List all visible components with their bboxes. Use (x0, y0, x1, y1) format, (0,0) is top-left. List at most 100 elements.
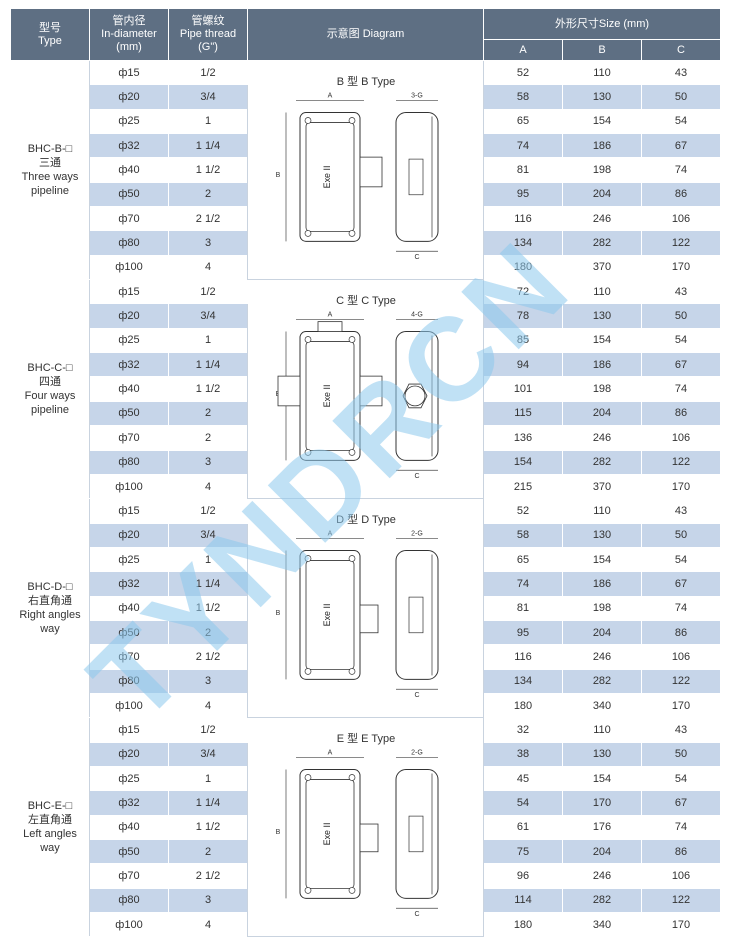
size-a-cell: 38 (483, 741, 563, 767)
size-a-cell: 61 (483, 814, 563, 841)
thread-cell: 3 (168, 230, 248, 256)
size-a-cell: 58 (483, 84, 563, 110)
side-window (408, 158, 424, 196)
size-b-cell: 154 (562, 765, 642, 792)
thread-cell: 2 1/2 (168, 644, 248, 670)
model-cell: BHC-C-□ 四通 Four ways pipeline (10, 279, 90, 500)
pipe-stub-side (359, 823, 379, 853)
size-a-cell: 58 (483, 522, 563, 548)
size-c-cell: 67 (641, 133, 721, 159)
dim-c-label: C (414, 912, 419, 919)
diameter-cell: ф70 (89, 644, 169, 670)
size-c-cell: 54 (641, 327, 721, 354)
size-c-cell: 43 (641, 498, 721, 524)
diameter-cell: ф50 (89, 400, 169, 427)
thread-cell: 1/2 (168, 498, 248, 524)
size-b-cell: 340 (562, 912, 642, 938)
model-name-en2: way (40, 842, 60, 855)
size-c-cell: 122 (641, 449, 721, 475)
diameter-cell: ф70 (89, 425, 169, 451)
size-c-cell: 106 (641, 644, 721, 670)
header-diameter-cn: 管内径 (112, 15, 146, 27)
front-view-cover (305, 779, 355, 890)
size-c-cell: 170 (641, 912, 721, 938)
size-b-cell: 186 (562, 352, 642, 378)
screw-icon (304, 336, 312, 343)
size-a-cell: 85 (483, 327, 563, 354)
size-c-cell: 43 (641, 717, 721, 743)
screw-icon (304, 117, 312, 124)
diameter-cell: ф40 (89, 595, 169, 621)
model-name-cn: 右直角通 (28, 595, 72, 608)
side-window (408, 816, 424, 853)
diameter-cell: ф50 (89, 181, 169, 208)
diameter-cell: ф70 (89, 206, 169, 232)
diameter-cell: ф32 (89, 790, 169, 816)
size-b-cell: 198 (562, 157, 642, 183)
size-b-cell: 282 (562, 230, 642, 256)
thread-cell: 4 (168, 912, 248, 938)
diagram-title: B 型 B Type (337, 74, 395, 88)
diameter-cell: ф80 (89, 230, 169, 256)
thread-cell: 1 1/2 (168, 595, 248, 621)
spec-table-wrapper: 型号 Type 管内径 In-diameter (mm) 管螺纹 Pipe th… (10, 8, 721, 938)
thread-cell: 1 1/4 (168, 352, 248, 378)
thread-cell: 3 (168, 449, 248, 475)
thread-cell: 2 (168, 425, 248, 451)
size-c-cell: 86 (641, 400, 721, 427)
size-b-cell: 204 (562, 619, 642, 646)
size-b-cell: 176 (562, 814, 642, 841)
screw-icon (304, 230, 312, 237)
header-diameter-unit: (mm) (116, 41, 142, 53)
size-b-cell: 110 (562, 59, 642, 86)
junction-box-spec-table: 型号 Type 管内径 In-diameter (mm) 管螺纹 Pipe th… (10, 8, 721, 938)
size-a-cell: 96 (483, 863, 563, 889)
diagram-title: E 型 E Type (337, 731, 395, 745)
header-diagram: 示意图 Diagram (247, 8, 484, 61)
dim-g-label: 2-G (411, 750, 423, 757)
size-c-cell: 170 (641, 254, 721, 281)
pipe-stub-top (317, 321, 343, 333)
header-col-a: A (483, 39, 563, 61)
screw-icon (304, 668, 312, 675)
diameter-cell: ф100 (89, 692, 169, 719)
thread-cell: 1 (168, 108, 248, 135)
header-col-b: B (562, 39, 642, 61)
diameter-cell: ф50 (89, 619, 169, 646)
dim-c-label: C (414, 254, 419, 261)
diameter-cell: ф20 (89, 84, 169, 110)
size-b-cell: 130 (562, 303, 642, 329)
diameter-cell: ф100 (89, 254, 169, 281)
thread-cell: 1 1/4 (168, 790, 248, 816)
diameter-cell: ф50 (89, 838, 169, 865)
size-c-cell: 50 (641, 303, 721, 329)
model-cell: BHC-D-□ 右直角通 Right angles way (10, 498, 90, 719)
exe-mark: Exe II (322, 385, 332, 408)
diameter-cell: ф40 (89, 814, 169, 841)
screw-icon (348, 668, 356, 675)
header-thread: 管螺纹 Pipe thread (G") (168, 8, 248, 61)
thread-cell: 1 (168, 327, 248, 354)
size-a-cell: 94 (483, 352, 563, 378)
pipe-stub-left (277, 375, 301, 407)
size-b-cell: 340 (562, 692, 642, 719)
dim-g-label: 4-G (411, 312, 423, 319)
thread-cell: 1 1/2 (168, 376, 248, 402)
size-b-cell: 370 (562, 473, 642, 500)
diameter-cell: ф20 (89, 741, 169, 767)
size-c-cell: 50 (641, 741, 721, 767)
